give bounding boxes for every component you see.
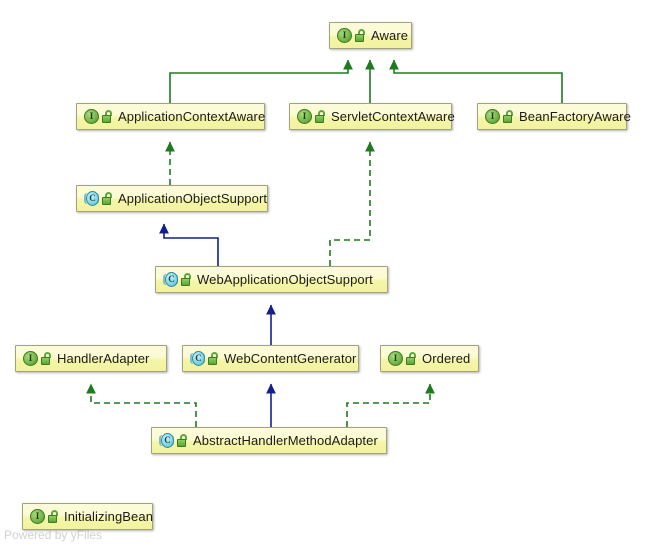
- lock-shackle: [318, 110, 325, 116]
- edge-abstracthma-ordered: [346, 383, 435, 427]
- edge-webappobjsupport-servletctxaware: [329, 141, 375, 266]
- public-lock-icon: [315, 110, 326, 123]
- lock-shackle: [180, 434, 187, 440]
- interface-icon: I: [337, 28, 352, 43]
- public-lock-icon: [102, 192, 113, 205]
- lock-body: [177, 439, 186, 447]
- lock-body: [102, 115, 111, 123]
- class-node-abstracthma[interactable]: C AbstractHandlerMethodAdapter: [151, 427, 387, 454]
- lock-body: [102, 197, 111, 205]
- class-node-label: ApplicationObjectSupport: [118, 191, 268, 206]
- interface-icon-glyph: I: [337, 28, 352, 43]
- class-node-servletctxaware[interactable]: I ServletContextAware: [289, 103, 455, 130]
- public-lock-icon: [177, 434, 188, 447]
- class-node-webcontentgen[interactable]: C WebContentGenerator: [182, 345, 359, 372]
- interface-icon: I: [30, 509, 45, 524]
- class-icon-bracket-left: [163, 274, 166, 285]
- class-icon: C: [159, 433, 174, 448]
- lock-shackle: [184, 273, 191, 279]
- class-node-label: HandlerAdapter: [57, 351, 150, 366]
- interface-icon-glyph: I: [485, 109, 500, 124]
- public-lock-icon: [181, 273, 192, 286]
- lock-body: [208, 357, 217, 365]
- lock-shackle: [506, 110, 513, 116]
- class-node-label: ApplicationContextAware: [118, 109, 266, 124]
- class-node-label: AbstractHandlerMethodAdapter: [193, 433, 378, 448]
- lock-shackle: [105, 110, 112, 116]
- lock-shackle: [105, 192, 112, 198]
- interface-icon-glyph: I: [84, 109, 99, 124]
- class-node-appctxaware[interactable]: I ApplicationContextAware: [76, 103, 265, 130]
- lock-body: [503, 115, 512, 123]
- class-icon-glyph: C: [165, 272, 178, 287]
- interface-icon-glyph: I: [30, 509, 45, 524]
- edge-beanfactoryaware-aware: [389, 59, 563, 103]
- interface-icon-glyph: I: [388, 351, 403, 366]
- public-lock-icon: [406, 352, 417, 365]
- class-icon: C: [84, 191, 99, 206]
- lock-body: [355, 34, 364, 42]
- lock-shackle: [358, 29, 365, 35]
- lock-body: [181, 278, 190, 286]
- public-lock-icon: [355, 29, 366, 42]
- interface-icon: I: [297, 109, 312, 124]
- interface-icon: I: [388, 351, 403, 366]
- class-icon-glyph: C: [86, 191, 99, 206]
- class-icon-glyph: C: [192, 351, 205, 366]
- interface-icon-glyph: I: [297, 109, 312, 124]
- public-lock-icon: [102, 110, 113, 123]
- public-lock-icon: [503, 110, 514, 123]
- public-lock-icon: [48, 510, 59, 523]
- class-node-label: InitializingBean: [64, 509, 154, 524]
- class-node-ordered[interactable]: I Ordered: [380, 345, 479, 372]
- class-node-label: Aware: [371, 28, 409, 43]
- class-icon-glyph: C: [161, 433, 174, 448]
- lock-body: [41, 357, 50, 365]
- class-node-initializingbean[interactable]: I InitializingBean: [22, 503, 153, 530]
- class-node-label: ServletContextAware: [331, 109, 455, 124]
- class-node-label: WebContentGenerator: [224, 351, 357, 366]
- public-lock-icon: [208, 352, 219, 365]
- lock-body: [315, 115, 324, 123]
- class-node-beanfactoryaware[interactable]: I BeanFactoryAware: [477, 103, 631, 130]
- class-icon-bracket-left: [159, 435, 162, 446]
- class-node-appobjsupport[interactable]: C ApplicationObjectSupport: [76, 185, 268, 212]
- yfiles-watermark: Powered by yFiles: [4, 528, 103, 542]
- interface-icon: I: [485, 109, 500, 124]
- lock-body: [48, 515, 57, 523]
- class-node-aware[interactable]: I Aware: [329, 22, 412, 49]
- class-icon: C: [163, 272, 178, 287]
- class-icon-bracket-left: [190, 353, 193, 364]
- class-node-webappobjsupport[interactable]: C WebApplicationObjectSupport: [155, 266, 388, 293]
- class-node-label: WebApplicationObjectSupport: [197, 272, 373, 287]
- lock-shackle: [211, 352, 218, 358]
- class-node-label: Ordered: [422, 351, 471, 366]
- lock-shackle: [409, 352, 416, 358]
- public-lock-icon: [41, 352, 52, 365]
- lock-shackle: [44, 352, 51, 358]
- edge-webappobjsupport-appobjsupport: [159, 223, 219, 266]
- interface-icon: I: [84, 109, 99, 124]
- interface-icon-glyph: I: [23, 351, 38, 366]
- interface-icon: I: [23, 351, 38, 366]
- lock-shackle: [51, 510, 58, 516]
- class-node-label: BeanFactoryAware: [519, 109, 631, 124]
- edge-abstracthma-handleradapter: [86, 383, 197, 427]
- edge-appctxaware-aware: [169, 59, 353, 103]
- lock-body: [406, 357, 415, 365]
- class-icon-bracket-left: [84, 193, 87, 204]
- class-node-handleradapter[interactable]: I HandlerAdapter: [15, 345, 167, 372]
- class-icon: C: [190, 351, 205, 366]
